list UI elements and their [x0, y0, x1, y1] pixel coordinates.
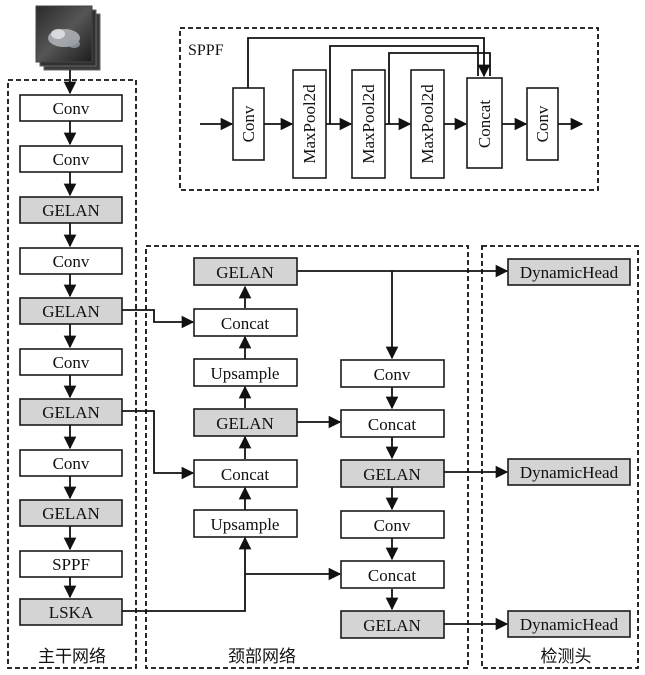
svg-text:DynamicHead: DynamicHead [520, 615, 619, 634]
sppf-conv-out: Conv [526, 87, 559, 161]
svg-text:Concat: Concat [475, 100, 494, 148]
svg-text:Conv: Conv [239, 105, 258, 142]
svg-text:Conv: Conv [53, 252, 90, 271]
svg-text:MaxPool2d: MaxPool2d [418, 84, 437, 164]
sppf-maxpool-3: MaxPool2d [410, 69, 445, 179]
svg-text:DynamicHead: DynamicHead [520, 463, 619, 482]
neck-right-concat-top: Concat [340, 409, 445, 438]
svg-text:GELAN: GELAN [363, 616, 421, 635]
neck-left-concat-top: Concat [193, 308, 298, 337]
backbone-conv-5: Conv [19, 449, 123, 477]
svg-text:DynamicHead: DynamicHead [520, 263, 619, 282]
svg-text:Conv: Conv [53, 99, 90, 118]
svg-text:GELAN: GELAN [42, 302, 100, 321]
neck-right-gelan-bottom: GELAN [340, 610, 445, 639]
svg-text:MaxPool2d: MaxPool2d [359, 84, 378, 164]
svg-text:GELAN: GELAN [216, 263, 274, 282]
svg-text:Upsample: Upsample [211, 364, 280, 383]
svg-text:Concat: Concat [221, 465, 269, 484]
sppf-maxpool-1: MaxPool2d [292, 69, 327, 179]
backbone-conv-3: Conv [19, 247, 123, 275]
svg-text:Concat: Concat [368, 566, 416, 585]
backbone-caption: 主干网络 [38, 647, 106, 667]
input-image-stack-icon [35, 5, 101, 71]
svg-text:LSKA: LSKA [49, 603, 94, 622]
head-region [481, 245, 639, 669]
head-dynamichead-2: DynamicHead [507, 458, 631, 486]
svg-text:MaxPool2d: MaxPool2d [300, 84, 319, 164]
svg-text:Conv: Conv [374, 365, 411, 384]
backbone-gelan-3: GELAN [19, 398, 123, 426]
neck-region [145, 245, 469, 669]
svg-text:Upsample: Upsample [211, 515, 280, 534]
sppf-detail-caption: SPPF [188, 42, 224, 59]
neck-right-conv-top: Conv [340, 359, 445, 388]
backbone-gelan-4: GELAN [19, 499, 123, 527]
head-caption: 检测头 [541, 647, 592, 667]
svg-text:Concat: Concat [368, 415, 416, 434]
backbone-region [7, 79, 137, 669]
svg-text:Conv: Conv [374, 516, 411, 535]
neck-right-concat-bottom: Concat [340, 560, 445, 589]
svg-text:GELAN: GELAN [42, 403, 100, 422]
sppf-concat: Concat [466, 77, 503, 169]
svg-text:Conv: Conv [533, 105, 552, 142]
svg-text:Conv: Conv [53, 353, 90, 372]
neck-left-concat-bottom: Concat [193, 459, 298, 488]
backbone-sppf: SPPF [19, 550, 123, 578]
backbone-conv-2: Conv [19, 145, 123, 173]
neck-right-conv-bottom: Conv [340, 510, 445, 539]
svg-text:Concat: Concat [221, 314, 269, 333]
connections [63, 37, 584, 631]
sppf-detail-region [179, 27, 599, 191]
neck-caption: 颈部网络 [228, 647, 296, 667]
svg-text:GELAN: GELAN [42, 504, 100, 523]
sppf-conv-in: Conv [232, 87, 265, 161]
svg-text:GELAN: GELAN [42, 201, 100, 220]
neck-left-gelan-top: GELAN [193, 257, 298, 286]
neck-left-gelan-mid: GELAN [193, 408, 298, 437]
svg-text:Conv: Conv [53, 150, 90, 169]
svg-text:GELAN: GELAN [216, 414, 274, 433]
head-dynamichead-3: DynamicHead [507, 610, 631, 638]
svg-text:SPPF: SPPF [52, 555, 90, 574]
backbone-lska: LSKA [19, 598, 123, 626]
backbone-conv-4: Conv [19, 348, 123, 376]
neck-right-gelan-mid: GELAN [340, 459, 445, 488]
svg-text:Conv: Conv [53, 454, 90, 473]
neck-left-upsample-top: Upsample [193, 358, 298, 387]
neck-left-upsample-bottom: Upsample [193, 509, 298, 538]
sppf-maxpool-2: MaxPool2d [351, 69, 386, 179]
backbone-gelan-1: GELAN [19, 196, 123, 224]
backbone-conv-1: Conv [19, 94, 123, 122]
head-dynamichead-1: DynamicHead [507, 258, 631, 286]
svg-text:GELAN: GELAN [363, 465, 421, 484]
backbone-gelan-2: GELAN [19, 297, 123, 325]
